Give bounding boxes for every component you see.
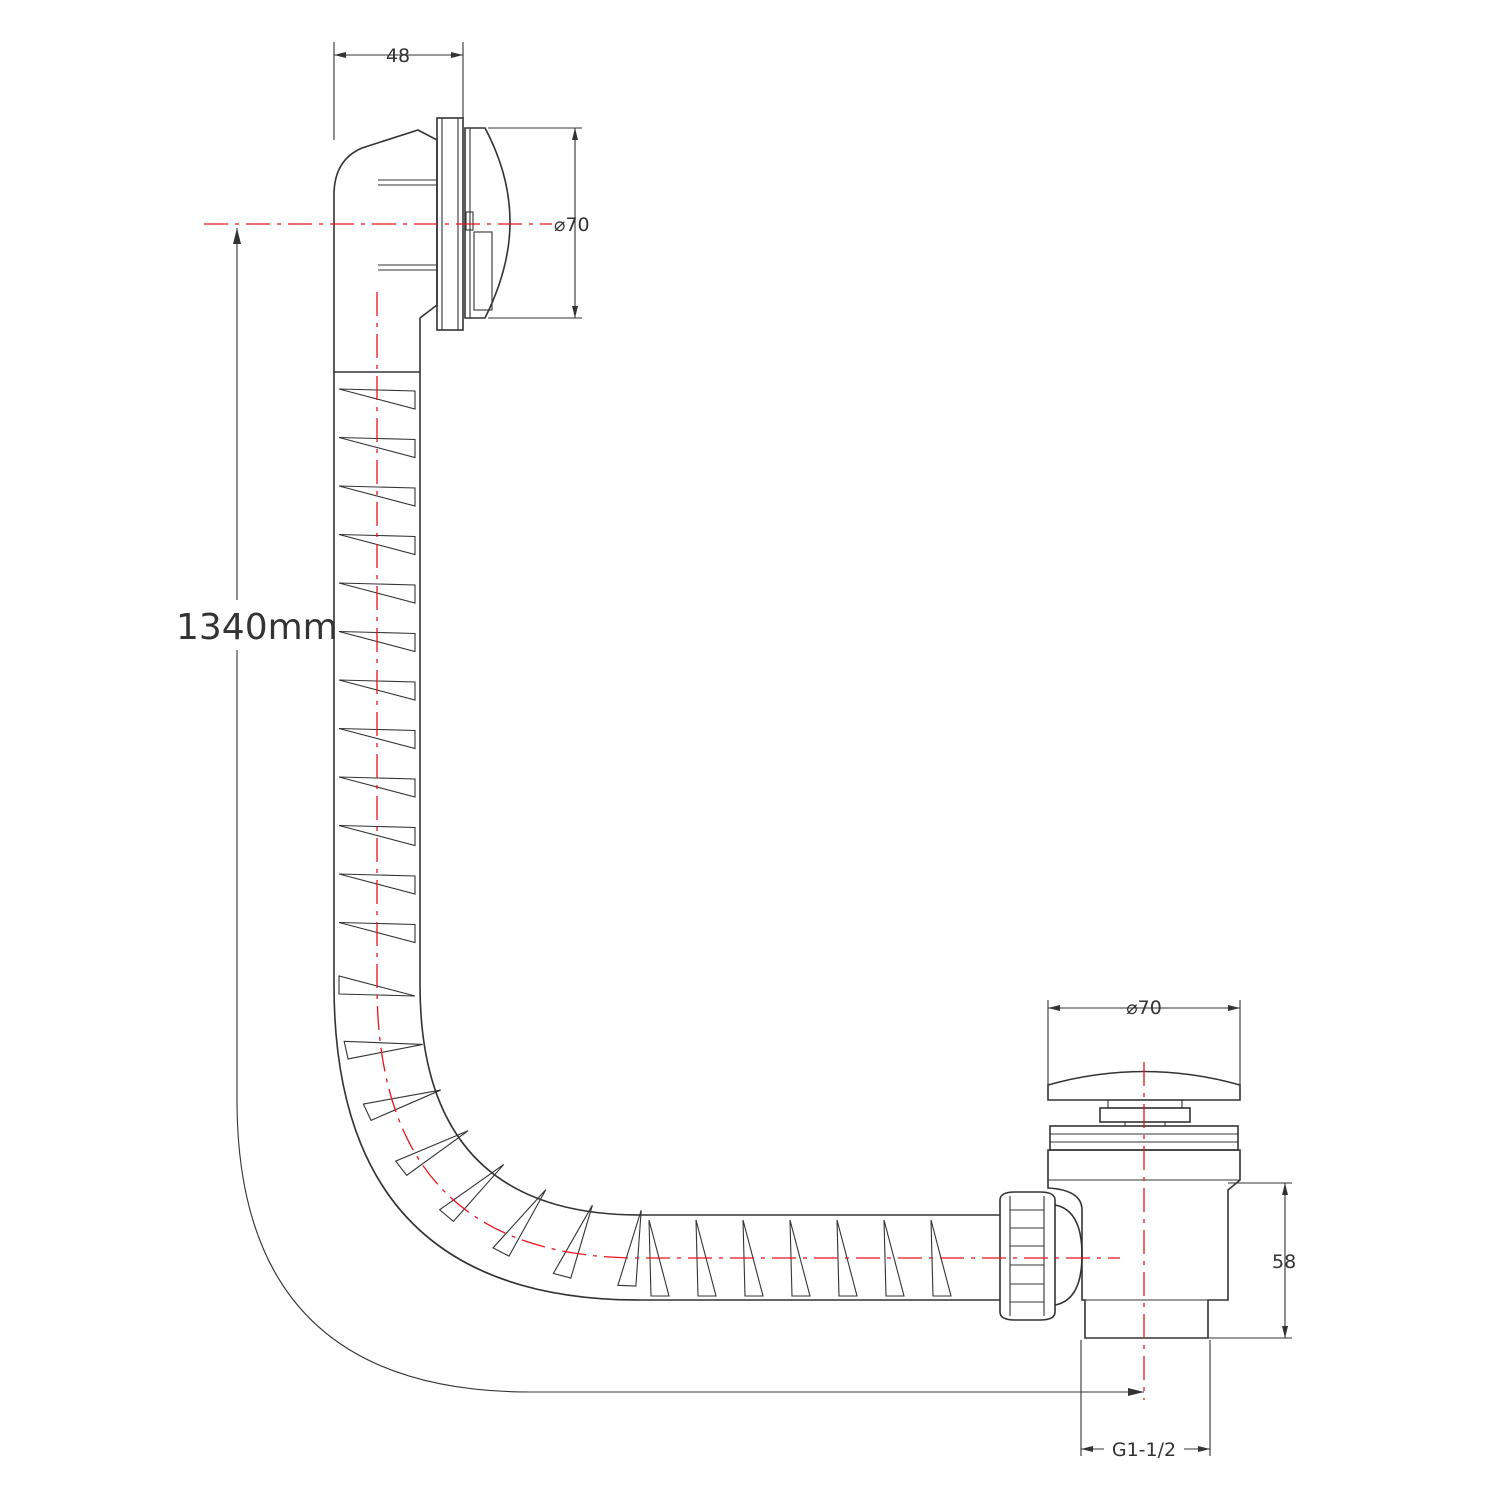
- overall-length-label: 1340mm: [176, 607, 338, 648]
- hose-rib: [338, 485, 416, 507]
- hose-rib: [617, 1210, 642, 1287]
- overflow-width-label: 48: [386, 45, 410, 67]
- hose-rib: [343, 1040, 423, 1060]
- dimension-overflow-diameter: ⌀70: [488, 127, 590, 319]
- flexible-hose: [333, 372, 1000, 1301]
- dimension-overflow-width: 48: [333, 42, 464, 140]
- hose-rib: [362, 1089, 441, 1122]
- waste-assembly: [999, 1070, 1241, 1339]
- thread-size-label: G1-1/2: [1112, 1439, 1176, 1461]
- centre-lines: [204, 223, 1145, 1400]
- hose-rib: [492, 1189, 547, 1257]
- hose-rib: [883, 1219, 905, 1297]
- hose-rib: [338, 824, 416, 847]
- hose-rib: [552, 1204, 593, 1279]
- hose-rib: [394, 1130, 469, 1177]
- dimension-waste-height: 58: [1208, 1182, 1296, 1339]
- hose-rib: [438, 1163, 505, 1223]
- dimension-thread-size: G1-1/2: [1080, 1340, 1211, 1461]
- hose-corrugations: [338, 388, 952, 1297]
- dimension-waste-diameter: ⌀70: [1047, 997, 1241, 1085]
- waste-height-label: 58: [1272, 1251, 1296, 1273]
- dimension-overall-length: 1340mm: [170, 228, 1144, 1396]
- waste-diameter-label: ⌀70: [1126, 997, 1162, 1019]
- overflow-head: [333, 117, 511, 373]
- overflow-diameter-label: ⌀70: [554, 214, 590, 236]
